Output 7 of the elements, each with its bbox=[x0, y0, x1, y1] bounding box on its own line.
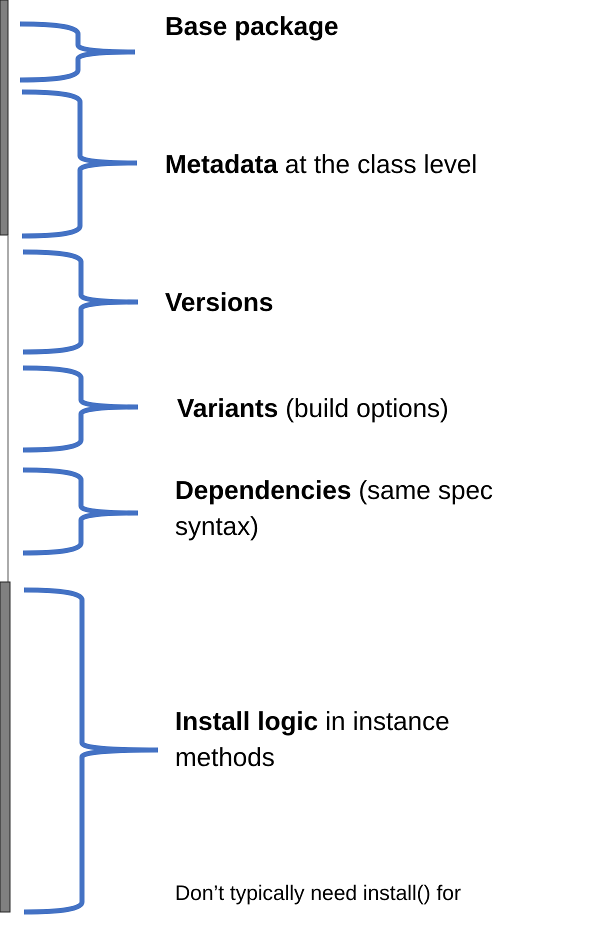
heading-text: Versions bbox=[165, 286, 274, 319]
note-text: Don’t typically need install() for bbox=[175, 881, 461, 907]
annotation-text: Metadata at the class level bbox=[165, 148, 478, 181]
annotation-text: Install logic in instance methods bbox=[175, 705, 451, 774]
annotation-text: Dependencies (same spec syntax) bbox=[175, 474, 494, 543]
annotation-text: Variants (build options) bbox=[177, 392, 449, 425]
heading-text: Base package bbox=[165, 10, 338, 43]
